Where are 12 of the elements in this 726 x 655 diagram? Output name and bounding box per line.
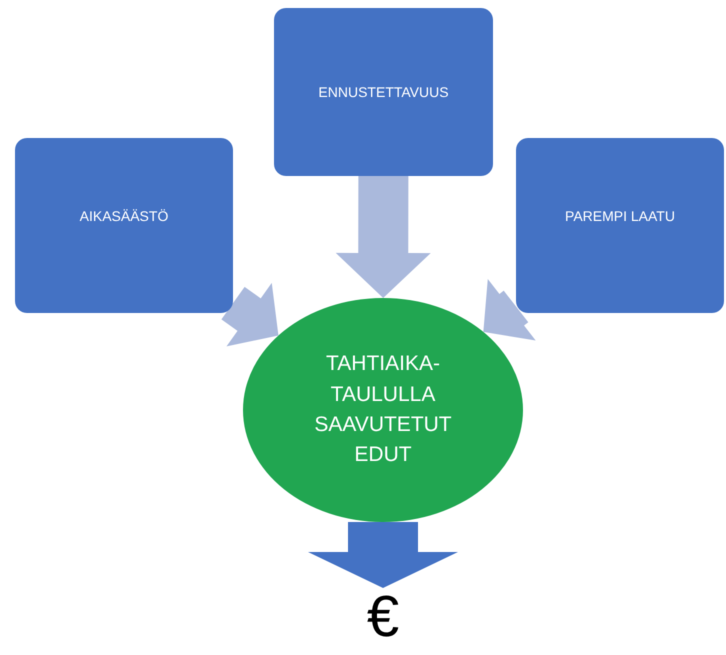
process-box bbox=[15, 138, 233, 313]
block-arrow bbox=[483, 279, 536, 341]
block-arrow bbox=[221, 282, 278, 346]
block-arrow bbox=[336, 176, 431, 298]
process-box bbox=[274, 8, 493, 176]
block-arrow bbox=[308, 522, 458, 588]
ellipse-label: TAHTIAIKA- TAULULLA SAAVUTETUT EDUT bbox=[313, 351, 453, 468]
box-label: PAREMPI LAATU bbox=[565, 208, 675, 224]
box-label: AIKASÄÄSTÖ bbox=[80, 208, 168, 224]
process-box bbox=[516, 138, 724, 313]
box-label: ENNUSTETTAVUUS bbox=[318, 84, 449, 100]
euro-sign-text: € bbox=[366, 588, 400, 646]
